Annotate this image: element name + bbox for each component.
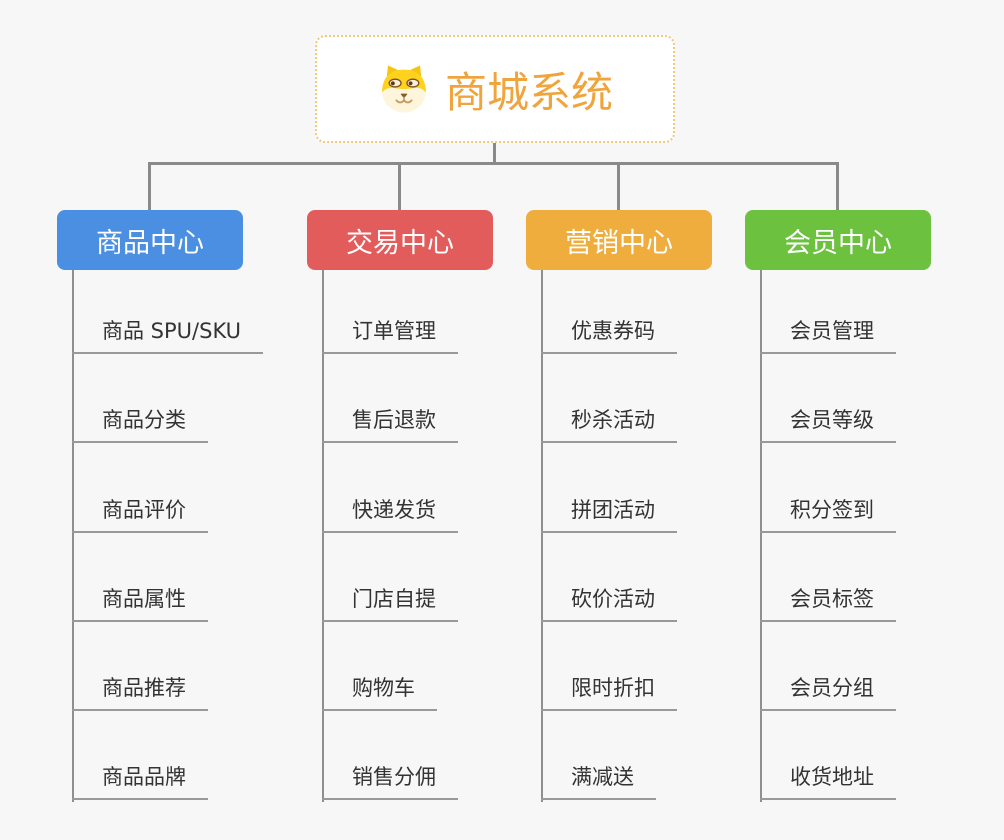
leaf-node[interactable]: 商品属性 (72, 584, 208, 622)
leaf-node[interactable]: 满减送 (541, 762, 656, 800)
branch-node-product-center[interactable]: 商品中心 (57, 210, 243, 270)
leaf-node[interactable]: 商品品牌 (72, 762, 208, 800)
leaf-node[interactable]: 拼团活动 (541, 495, 677, 533)
leaf-node[interactable]: 秒杀活动 (541, 405, 677, 443)
leaf-node[interactable]: 会员标签 (760, 584, 896, 622)
leaf-node[interactable]: 商品推荐 (72, 673, 208, 711)
connector-vline-marketing (541, 270, 543, 802)
connector-vline-member (760, 270, 762, 802)
connector-drop-member (836, 162, 839, 212)
leaf-node[interactable]: 砍价活动 (541, 584, 677, 622)
branch-label: 交易中心 (346, 227, 454, 259)
connector-drop-trade (398, 162, 401, 212)
leaf-node[interactable]: 商品 SPU/SKU (72, 316, 264, 354)
leaf-node[interactable]: 优惠券码 (541, 316, 677, 354)
leaf-node[interactable]: 会员管理 (760, 316, 896, 354)
leaf-node[interactable]: 会员分组 (760, 673, 896, 711)
dog-face-icon (377, 62, 431, 116)
connector-root-stub (493, 141, 496, 164)
branch-node-member-center[interactable]: 会员中心 (745, 210, 931, 270)
connector-drop-marketing (617, 162, 620, 212)
root-node-mall-system[interactable]: 商城系统 (315, 35, 675, 143)
leaf-node[interactable]: 积分签到 (760, 495, 896, 533)
leaf-node[interactable]: 商品分类 (72, 405, 208, 443)
branch-node-trade-center[interactable]: 交易中心 (307, 210, 493, 270)
leaf-node[interactable]: 会员等级 (760, 405, 896, 443)
root-title: 商城系统 (444, 67, 613, 117)
connector-vline-trade (322, 270, 324, 802)
leaf-node[interactable]: 销售分佣 (322, 762, 458, 800)
branch-label: 营销中心 (565, 227, 673, 259)
connector-bus (149, 162, 839, 165)
leaf-node[interactable]: 商品评价 (72, 495, 208, 533)
leaf-node[interactable]: 限时折扣 (541, 673, 677, 711)
connector-vline-product (72, 270, 74, 802)
leaf-node[interactable]: 购物车 (322, 673, 437, 711)
connector-drop-product (148, 162, 151, 212)
leaf-node[interactable]: 订单管理 (322, 316, 458, 354)
branch-node-marketing-center[interactable]: 营销中心 (526, 210, 712, 270)
leaf-node[interactable]: 收货地址 (760, 762, 896, 800)
leaf-node[interactable]: 门店自提 (322, 584, 458, 622)
leaf-node[interactable]: 售后退款 (322, 405, 458, 443)
branch-label: 商品中心 (96, 227, 204, 259)
leaf-node[interactable]: 快递发货 (322, 495, 458, 533)
branch-label: 会员中心 (784, 227, 892, 259)
